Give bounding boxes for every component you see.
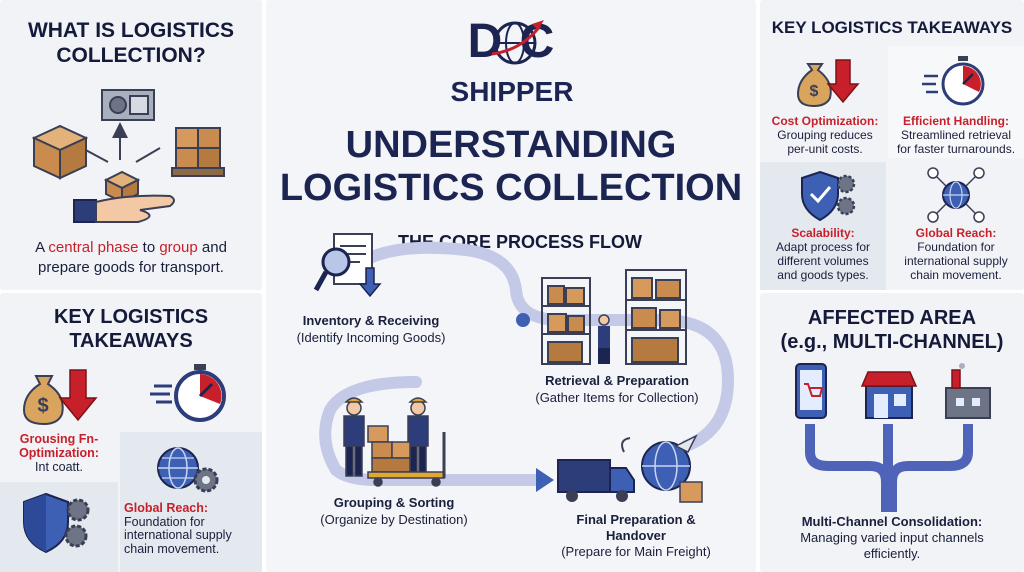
truck-icon [557, 459, 635, 502]
money-bag-icon: $ [22, 369, 98, 426]
step-grouping: Grouping & Sorting (Organize by Destinat… [320, 495, 468, 527]
truck-globe-icon [557, 434, 703, 503]
factory-icon [945, 363, 991, 419]
step-retrieval: Retrieval & Preparation (Gather Items fo… [535, 373, 699, 405]
right-item-global: Global Reach: Foundation for internation… [904, 226, 1008, 282]
right-takeaways-title: KEY LOGISTICS TAKEAWAYS [771, 18, 1013, 37]
svg-text:$: $ [37, 395, 48, 417]
global-reach-network-icon [927, 167, 985, 223]
phone-cart-icon [795, 363, 827, 419]
what-is-title: WHAT IS LOGISTICS COLLECTION? [27, 19, 235, 67]
storefront-icon [860, 371, 918, 419]
logo-globe-icon [491, 20, 544, 65]
left-takeaways-title: KEY LOGISTICS TAKEAWAYS [53, 306, 209, 352]
right-item-scalability: Scalability: Adapt process for different… [775, 226, 871, 282]
doc-shipper-logo: D C SHIPPER [432, 14, 592, 114]
pallet-boxes-icon [171, 127, 225, 177]
left-item1-title: Grousing Fn- Optimization: Int coatt. [19, 432, 99, 474]
process-flow-path [319, 241, 735, 492]
workers-boxes-icon [343, 397, 446, 487]
warehouse-shelves-icon [541, 269, 687, 365]
right-item-cost: Cost Optimization: Grouping reduces per-… [771, 114, 879, 156]
inventory-clipboard-icon [313, 233, 382, 298]
scalability-shield-icon [801, 170, 856, 222]
svg-text:$: $ [810, 83, 819, 100]
machine-icon [101, 89, 155, 121]
right-item-efficient: Efficient Handling: Streamlined retrieva… [896, 114, 1016, 156]
affected-area-title: AFFECTED AREA (e.g., MULTI-CHANNEL) [780, 307, 1004, 353]
cost-money-bag-icon: $ [796, 59, 860, 108]
hand-boxes-illustration [31, 89, 225, 223]
logo-bottom-text: SHIPPER [450, 76, 574, 107]
step-final-prep: Final Preparation & Handover (Prepare fo… [561, 512, 711, 559]
hand-icon [73, 194, 175, 223]
multi-channel-illustration [795, 363, 991, 512]
efficient-stopwatch-icon [922, 56, 985, 106]
multi-channel-caption: Multi-Channel Consolidation: Managing va… [800, 514, 984, 561]
left-item2-text: Global Reach: Foundation for internation… [124, 501, 232, 556]
box-icon [31, 124, 89, 180]
what-is-caption: A central phase to group and prepare goo… [35, 239, 227, 276]
shield-gear-icon [23, 492, 90, 554]
step-inventory: Inventory & Receiving (Identify Incoming… [296, 313, 446, 345]
globe-gear-icon [157, 447, 219, 493]
main-headline: UNDERSTANDING LOGISTICS COLLECTION [279, 124, 743, 209]
stopwatch-icon [150, 364, 226, 422]
